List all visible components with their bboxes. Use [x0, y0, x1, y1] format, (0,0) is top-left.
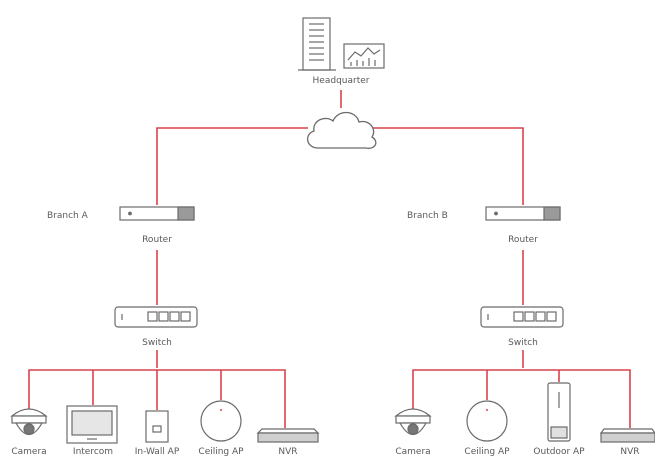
- analytics-chart-icon: [343, 43, 385, 69]
- cloud-to-branch-a-link: [156, 127, 308, 205]
- dome-camera-icon-b: [394, 408, 432, 436]
- switch-label-a: Switch: [142, 338, 172, 348]
- device-label-intercom: Intercom: [72, 447, 114, 457]
- branch-b-label: Branch B: [407, 211, 448, 221]
- device-label-outdoor-ap: Outdoor AP: [533, 447, 585, 457]
- cloud-icon: [307, 111, 377, 149]
- branch-a-label: Branch A: [47, 211, 88, 221]
- device-bus-b: [412, 369, 631, 428]
- device-label-nvr-b: NVR: [620, 447, 640, 457]
- building-icon: [298, 17, 336, 71]
- nvr-icon-a: [256, 428, 320, 443]
- network-links: [28, 90, 631, 428]
- device-label-camera-a: Camera: [11, 447, 47, 457]
- device-label-ceiling-ap-a: Ceiling AP: [198, 447, 244, 457]
- ceiling-ap-icon-b: [466, 400, 508, 442]
- intercom-icon: [66, 405, 118, 444]
- switch-icon-b: [480, 306, 564, 328]
- device-label-camera-b: Camera: [395, 447, 431, 457]
- device-label-ceiling-ap-b: Ceiling AP: [464, 447, 510, 457]
- switch-icon-a: [114, 306, 198, 328]
- inwall-ap-icon: [145, 410, 169, 443]
- router-icon-b: [485, 206, 561, 221]
- outdoor-ap-icon: [547, 382, 571, 442]
- router-label-b: Router: [508, 235, 538, 245]
- cloud-to-branch-b-link: [372, 127, 524, 205]
- device-label-inwall-ap: In-Wall AP: [134, 447, 180, 457]
- switch-label-b: Switch: [508, 338, 538, 348]
- dome-camera-icon-a: [10, 408, 48, 436]
- router-label-a: Router: [142, 235, 172, 245]
- headquarter-label: Headquarter: [312, 76, 370, 86]
- nvr-icon-b: [599, 428, 655, 443]
- ceiling-ap-icon-a: [200, 400, 242, 442]
- router-icon-a: [119, 206, 195, 221]
- device-label-nvr-a: NVR: [278, 447, 298, 457]
